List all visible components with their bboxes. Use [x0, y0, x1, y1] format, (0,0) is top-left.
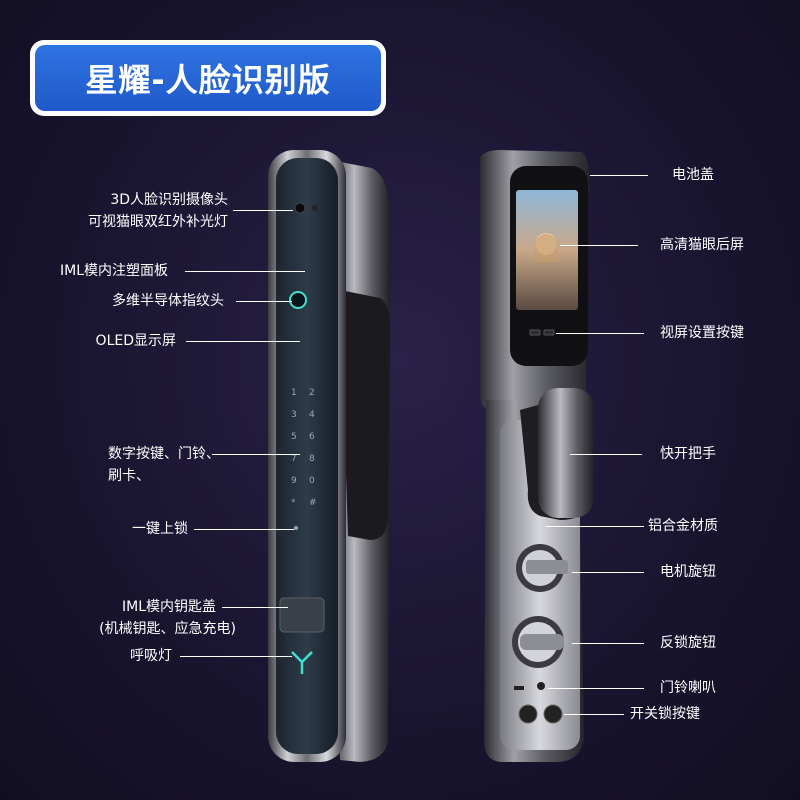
- label-breathing-light: 呼吸灯: [130, 648, 172, 664]
- page-title: 星耀-人脸识别版: [35, 45, 381, 111]
- front-panel: [276, 158, 338, 754]
- key-9: 9: [291, 476, 297, 486]
- label-camera-2: 可视猫眼双红外补光灯: [88, 214, 228, 230]
- leader-hd-screen: [560, 245, 638, 246]
- label-quick-handle: 快开把手: [660, 446, 716, 462]
- key-7: 7: [291, 454, 297, 464]
- key-8: 8: [309, 454, 315, 464]
- breathing-light-icon: [291, 651, 313, 674]
- leader-fingerprint: [236, 301, 292, 302]
- label-screen-buttons: 视屏设置按键: [660, 325, 744, 341]
- leader-one-key-lock: [194, 529, 294, 530]
- keypad: 1 2 3 4 5 6 7 8 9 0 * #: [291, 388, 317, 508]
- key-2: 2: [309, 388, 315, 398]
- front-handle-grip: [340, 290, 391, 540]
- label-hd-screen: 高清猫眼后屏: [660, 237, 744, 253]
- key-0: 0: [309, 476, 315, 486]
- label-fingerprint: 多维半导体指纹头: [112, 293, 224, 309]
- open-button-icon: [518, 704, 538, 724]
- key-5: 5: [291, 432, 297, 442]
- key-4: 4: [309, 410, 315, 420]
- leader-speaker: [548, 688, 644, 689]
- label-anti-lock-knob: 反锁旋钮: [660, 635, 716, 651]
- ir-light-icon: [312, 205, 318, 211]
- leader-screen-buttons: [556, 333, 644, 334]
- quick-handle: [538, 388, 594, 518]
- screen-button-2: [543, 329, 555, 336]
- motor-knob-tab: [526, 560, 568, 574]
- speaker-hole: [537, 682, 545, 690]
- label-doorbell-speaker: 门铃喇叭: [660, 680, 716, 696]
- title-badge: 星耀-人脸识别版: [30, 40, 386, 116]
- key-1: 1: [291, 388, 297, 398]
- leader-aluminum: [546, 526, 644, 527]
- front-lock: 1 2 3 4 5 6 7 8 9 0 * #: [268, 150, 391, 762]
- leader-key-cover: [222, 607, 288, 608]
- label-keypad-2: 刷卡、: [108, 468, 150, 484]
- key-cover: [279, 597, 325, 633]
- label-one-key-lock: 一键上锁: [132, 521, 188, 537]
- label-key-cover: IML模内钥匙盖: [121, 599, 216, 615]
- label-keypad: 数字按键、门铃、: [108, 446, 220, 462]
- leader-motor-knob: [572, 572, 644, 573]
- label-aluminum: 铝合金材质: [648, 518, 718, 534]
- lock-button-icon: [294, 526, 298, 530]
- speaker-icon: [514, 686, 524, 690]
- screen-hair: [534, 234, 558, 262]
- label-key-cover-2: (机械钥匙、应急充电): [99, 621, 236, 637]
- label-oled: OLED显示屏: [95, 333, 176, 349]
- label-iml-panel: IML模内注塑面板: [59, 263, 168, 279]
- leader-breathing-light: [180, 656, 292, 657]
- label-battery-cover: 电池盖: [672, 167, 714, 183]
- label-switch-button: 开关锁按键: [630, 706, 700, 722]
- leader-iml-panel: [185, 271, 305, 272]
- leader-camera: [233, 210, 293, 211]
- back-lock: [480, 150, 594, 762]
- key-6: 6: [309, 432, 315, 442]
- anti-lock-tab: [520, 634, 564, 650]
- label-camera: 3D人脸识别摄像头: [110, 192, 228, 208]
- leader-handle: [570, 454, 642, 455]
- label-motor-knob: 电机旋钮: [660, 564, 716, 580]
- fingerprint-icon: [289, 291, 307, 309]
- leader-battery: [590, 175, 648, 176]
- leader-anti-lock: [572, 643, 644, 644]
- leader-keypad: [212, 454, 300, 455]
- close-button-icon: [543, 704, 563, 724]
- key-hash: #: [309, 498, 317, 508]
- key-star: *: [291, 498, 296, 508]
- screen-button-1: [529, 329, 541, 336]
- key-3: 3: [291, 410, 297, 420]
- camera-lens-icon: [294, 202, 306, 214]
- leader-oled: [186, 341, 300, 342]
- leader-switch: [564, 714, 624, 715]
